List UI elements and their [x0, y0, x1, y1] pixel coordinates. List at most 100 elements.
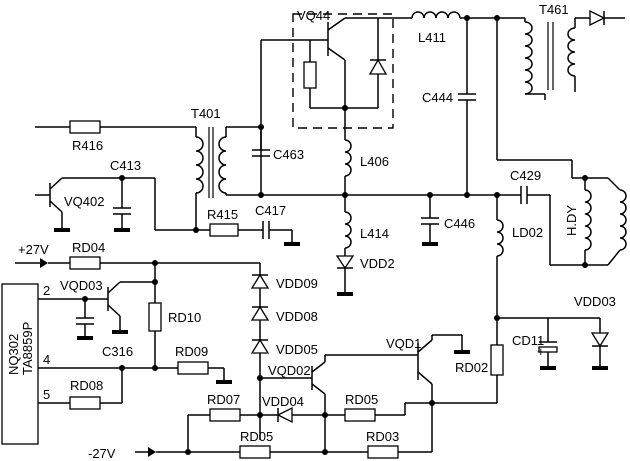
vdd08-label: VDD08: [276, 309, 318, 324]
vq402-emitter: [49, 200, 63, 213]
wire: [607, 249, 621, 266]
hdy-coil-right: [619, 189, 627, 251]
rd02-resistor: [490, 344, 504, 376]
vq44-module: [292, 13, 394, 129]
rd09-label: RD09: [175, 344, 208, 359]
rd07-label: RD07: [207, 392, 240, 407]
c429-label: C429: [510, 168, 541, 183]
rd10-resistor: [148, 302, 162, 332]
vqd03-transistor: [85, 281, 155, 334]
vdd04-diode: [276, 406, 293, 424]
rd03-label: RD03: [366, 429, 399, 444]
vq44-resistor: [303, 61, 317, 89]
ic-pin-2: 2: [43, 283, 50, 298]
hdy-label: H.DY: [564, 205, 579, 236]
ld02-label: LD02: [512, 225, 543, 240]
vq402-transistor: [35, 177, 155, 232]
vdd2-diode: [335, 255, 355, 270]
l406-inductor: [344, 139, 352, 177]
vq44-label: VQ44: [297, 8, 330, 23]
node: [582, 262, 588, 268]
vqd1-collector: [417, 339, 433, 353]
node: [322, 449, 328, 455]
r416-label: R416: [72, 138, 103, 153]
rd05-resistor-a: [344, 408, 376, 422]
ic-part: TA8859P: [20, 322, 35, 375]
rd03-resistor: [367, 445, 399, 459]
vdd08-diode: [250, 305, 270, 321]
t401-label: T401: [191, 106, 221, 121]
r415-resistor: [209, 223, 239, 237]
vdd05-diode: [250, 338, 270, 354]
neg-rail-label: -27V: [88, 446, 116, 461]
rd05b-label: RD05: [240, 429, 273, 444]
c463-label: C463: [273, 147, 304, 162]
node: [193, 227, 199, 233]
pos-rail-label: +27V: [18, 242, 49, 257]
nq302-ic: [1, 283, 155, 445]
c413-label: C413: [110, 158, 141, 173]
l414-label: L414: [360, 226, 389, 241]
r415-label: R415: [207, 207, 238, 222]
node: [258, 192, 264, 198]
l411-inductor: [411, 11, 461, 19]
vq402-label: VQ402: [64, 194, 104, 209]
vqd1-label: VQD1: [386, 336, 421, 351]
rd07-resistor: [209, 408, 241, 422]
t401-primary: [195, 136, 204, 194]
vdd03-diode: [590, 332, 610, 348]
arrow-right-icon: [148, 447, 156, 457]
rd09-resistor: [177, 361, 209, 375]
vqd03-collector: [107, 281, 121, 294]
vqd02-emitter: [311, 383, 326, 395]
r416-resistor: [69, 120, 101, 134]
vqd1-transistor: [417, 335, 433, 438]
l411-label: L411: [418, 30, 446, 45]
ic-pin-4: 4: [43, 352, 50, 367]
arrow-right-icon: [40, 258, 48, 268]
vdd03-label: VDD03: [574, 294, 616, 309]
wire: [607, 177, 621, 191]
rd05-resistor-b: [239, 445, 271, 459]
node: [185, 449, 191, 455]
c446-label: C446: [444, 216, 475, 231]
vdd04-label: VDD04: [262, 394, 304, 409]
t461-diode: [589, 9, 606, 27]
c316-label: C316: [102, 344, 133, 359]
ic-pin-5: 5: [43, 387, 50, 402]
vq402-collector: [49, 177, 63, 190]
node: [464, 192, 470, 198]
vqd1-emitter: [417, 371, 433, 385]
hdy-yoke: [572, 175, 627, 268]
t461-primary: [524, 21, 533, 95]
c417-label: C417: [255, 203, 286, 218]
vqd02-transistor: [311, 355, 326, 415]
t461-label: T461: [539, 2, 569, 17]
t401-transformer: [195, 126, 261, 230]
vqd03-emitter: [107, 304, 121, 317]
vqd02-label: VQD02: [268, 363, 311, 378]
vq44-collector: [327, 17, 346, 31]
vq44-diode: [368, 58, 388, 75]
ic-name: NQ302: [6, 334, 21, 375]
t461-secondary: [567, 27, 576, 77]
l414-inductor: [344, 211, 352, 249]
vqd02-collector: [311, 361, 326, 373]
rd04-resistor: [69, 256, 101, 270]
ic-body: [1, 283, 39, 445]
vq44-dashed-box: [292, 13, 394, 129]
vq44-emitter: [327, 47, 346, 61]
l406-label: L406: [360, 154, 389, 169]
t461-transformer: [524, 9, 625, 100]
cd11-label: CD11: [512, 333, 544, 348]
rd08-label: RD08: [70, 378, 103, 393]
t401-secondary: [218, 136, 227, 194]
node: [582, 175, 588, 181]
c444-label: C444: [422, 90, 453, 105]
node: [342, 105, 348, 111]
rd08-resistor: [69, 396, 101, 410]
ld02-inductor: [496, 219, 504, 257]
vdd2-label: VDD2: [360, 256, 395, 271]
